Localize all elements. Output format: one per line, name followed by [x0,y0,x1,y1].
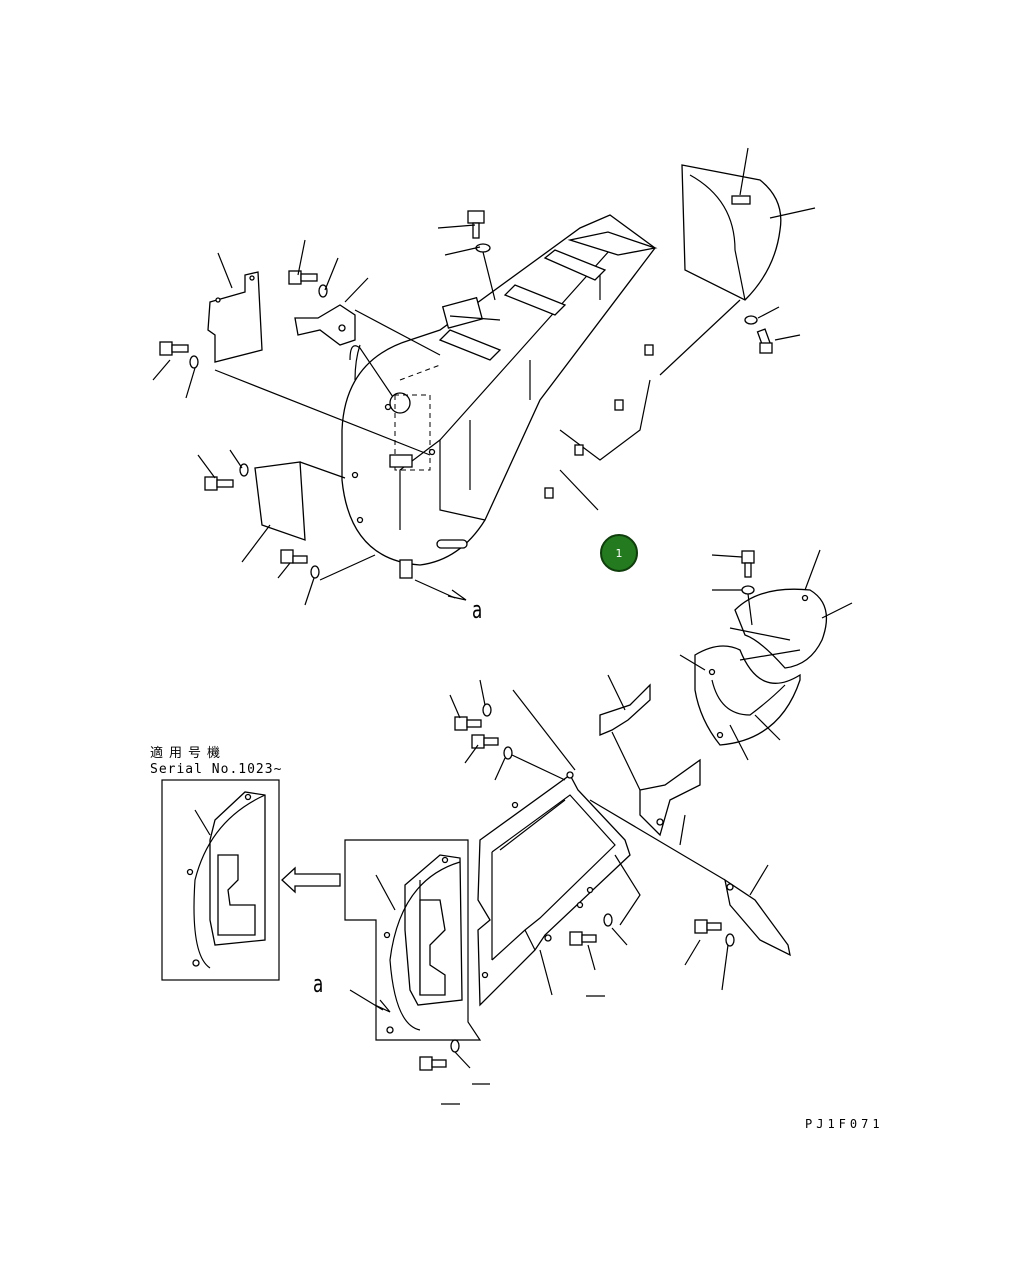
disc-guard [694,550,828,746]
detail-view-current [344,839,482,1041]
detail-view-serial [161,779,280,981]
bolts-lower [419,703,735,1071]
fan-shroud [659,164,782,376]
arrow-left [281,866,341,894]
bracket-upper [294,304,441,356]
lower-frame [477,771,631,1007]
location-marker[interactable]: 1 [600,534,638,572]
main-cover-assembly [341,214,658,579]
view-callout-lower: a [313,970,324,998]
applicability-serial-label: Serial No.1023~ [150,762,283,777]
side-cover-plate [254,461,346,541]
leader-lines-lower [349,549,853,1105]
bolts-upper [159,210,773,581]
upper-plate [207,271,431,456]
applicability-title: 適用号機 [150,746,227,761]
view-callout-upper: a [472,596,483,624]
leader-lines-upper [152,147,816,606]
drawing-code: PJ1F071 [805,1117,884,1131]
location-marker-label: 1 [615,546,623,560]
